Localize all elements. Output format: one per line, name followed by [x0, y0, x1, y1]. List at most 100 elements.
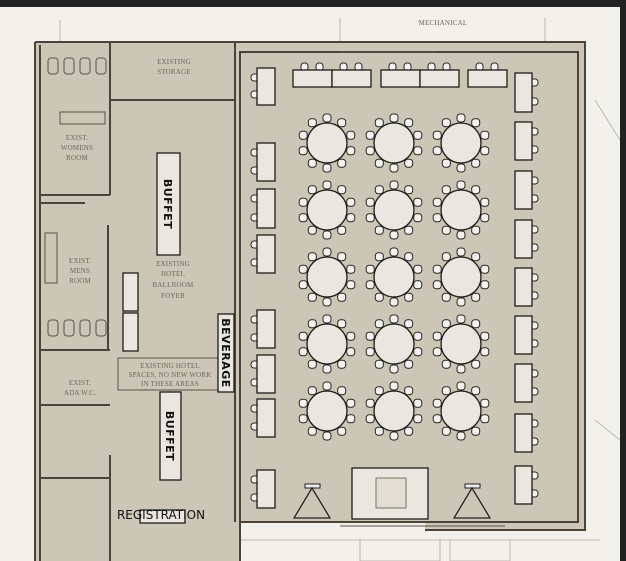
chair [307, 158, 317, 168]
chair [456, 247, 466, 257]
chair [346, 213, 356, 223]
chair [337, 386, 347, 396]
chair [374, 426, 384, 436]
chair [346, 146, 356, 156]
chair [471, 158, 481, 168]
round-table [440, 122, 482, 164]
chair [456, 163, 466, 173]
side-table-right [514, 170, 533, 210]
chair [389, 381, 399, 391]
chair [322, 230, 332, 240]
chair [441, 426, 451, 436]
chair [413, 213, 423, 223]
buffet-label-2: BUFFET [163, 411, 176, 461]
chair [404, 292, 414, 302]
round-table [373, 122, 415, 164]
beverage-table [217, 313, 235, 393]
foyer-label-4: FOYER [161, 292, 185, 300]
side-table-right [514, 121, 533, 161]
chair [471, 359, 481, 369]
round-table [440, 390, 482, 432]
chair [441, 158, 451, 168]
chair [441, 386, 451, 396]
background-linework [59, 18, 621, 561]
chair [480, 331, 490, 341]
chair [456, 180, 466, 190]
side-table-right [514, 315, 533, 355]
chair [413, 130, 423, 140]
chair [471, 319, 481, 329]
chair [480, 398, 490, 408]
foyer-label-2: HOTEL [161, 270, 185, 278]
side-table-right [514, 72, 533, 113]
chair [346, 280, 356, 290]
side-table-right [514, 219, 533, 259]
chair [413, 197, 423, 207]
beverage-label: BEVERAGE [219, 318, 232, 387]
top-bar [0, 0, 626, 7]
chair [389, 297, 399, 307]
chair [337, 158, 347, 168]
womens-room-label-3: ROOM [66, 154, 88, 162]
chair [374, 118, 384, 128]
chair [456, 113, 466, 123]
ada-wc-label: EXIST. [69, 379, 91, 387]
buffet-table-2 [159, 391, 182, 481]
chair [389, 364, 399, 374]
chair [404, 158, 414, 168]
chair [480, 264, 490, 274]
round-table [373, 189, 415, 231]
chair [298, 197, 308, 207]
chair [456, 314, 466, 324]
chair [432, 130, 442, 140]
round-table [440, 189, 482, 231]
toilet-stalls [44, 57, 224, 391]
chair [432, 398, 442, 408]
side-table-left [256, 67, 276, 106]
chair [404, 118, 414, 128]
chair [307, 359, 317, 369]
chair [389, 431, 399, 441]
chair [374, 225, 384, 235]
chair [404, 359, 414, 369]
chair [346, 264, 356, 274]
left-rooms [39, 42, 236, 561]
rect-table [331, 69, 372, 88]
chair [413, 146, 423, 156]
mens-room-label-3: ROOM [69, 277, 91, 285]
side-table-right [514, 363, 533, 403]
storage-label-2: STORAGE [157, 68, 191, 76]
womens-room-label-2: WOMENS [61, 144, 93, 152]
chair [389, 247, 399, 257]
side-table-left [256, 354, 276, 394]
chair [404, 225, 414, 235]
rect-table [292, 69, 333, 88]
chair [471, 292, 481, 302]
chair [365, 398, 375, 408]
chair [441, 225, 451, 235]
chair [432, 347, 442, 357]
chair [337, 319, 347, 329]
dance-floor-icon [375, 477, 407, 509]
chair [337, 225, 347, 235]
round-table [306, 256, 348, 298]
chair [337, 185, 347, 195]
chair [374, 319, 384, 329]
chair [456, 297, 466, 307]
chair [298, 331, 308, 341]
mechanical-label: MECHANICAL [419, 19, 468, 27]
chair [374, 359, 384, 369]
chair [322, 163, 332, 173]
chair [432, 146, 442, 156]
existing-spaces-note-2: SPACES, NO NEW WORK [128, 371, 211, 379]
chair [322, 381, 332, 391]
chair [307, 185, 317, 195]
chair [337, 292, 347, 302]
chair [480, 146, 490, 156]
chair [298, 146, 308, 156]
chair [298, 414, 308, 424]
projector-screen-right [452, 483, 492, 519]
chair [389, 180, 399, 190]
chair [480, 347, 490, 357]
